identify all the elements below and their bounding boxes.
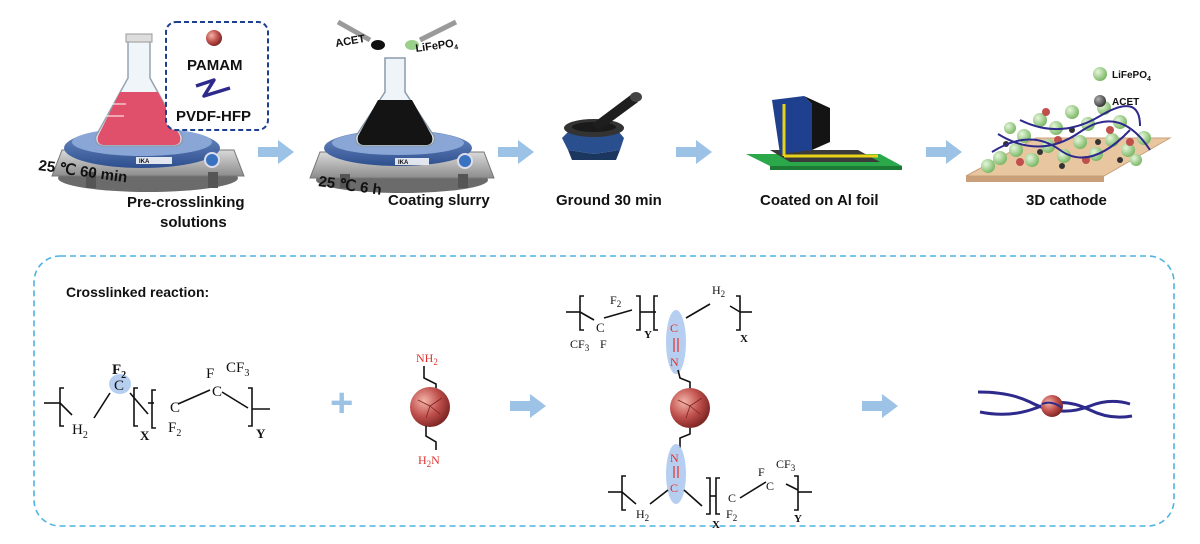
reaction-title: Crosslinked reaction: (66, 284, 209, 300)
product-bottom-h2: H2 (636, 507, 649, 523)
pamam-sphere-icon (670, 388, 710, 428)
product-bottom-n-imine: N (670, 451, 679, 465)
step2-pipettes: ACET LiFePO4 (334, 19, 459, 57)
process-arrow-1 (258, 140, 294, 164)
step2-caption: Coating slurry (388, 192, 490, 209)
step2-pipette-right-label: LiFePO4 (415, 37, 459, 57)
product-bottom-x: X (712, 519, 720, 531)
legend-pamam-label: PAMAM (187, 57, 243, 74)
process-arrow-4 (926, 140, 962, 164)
pvdf-hfp-structure: H2 C F2 X C F2 C F CF3 Y (44, 360, 270, 443)
step1-caption-line1: Pre-crosslinking (127, 194, 245, 211)
legend-pvdf-label: PVDF-HFP (176, 108, 251, 125)
product-top-c-mid: C (596, 320, 605, 335)
product-top-x: X (740, 333, 748, 345)
reaction-panel-frame (33, 255, 1175, 527)
process-arrow-2 (498, 140, 534, 164)
product-bottom-c-mid: C (728, 491, 736, 505)
step5-legend-acet: ACET (1112, 97, 1139, 108)
pvdf-y: Y (256, 426, 266, 441)
step1-stirrer-brand: IKA (139, 159, 150, 165)
product-top-cf3: CF3 (570, 337, 590, 353)
step3-mortar-pestle-icon (562, 92, 642, 160)
acet-legend-icon (1094, 95, 1106, 107)
step5-legend-lfp: LiFePO4 (1112, 70, 1151, 83)
crosslinked-network-icon (977, 390, 1133, 419)
process-arrow-3 (676, 140, 712, 164)
step3-caption: Ground 30 min (556, 192, 662, 209)
step2-flask (354, 57, 436, 147)
product-bottom-cf3: CF3 (776, 457, 796, 473)
pvdf-f: F (206, 366, 214, 382)
product-top-y: Y (644, 329, 652, 341)
stirrer-knob-icon (457, 153, 473, 169)
reaction-arrow-1 (510, 394, 546, 418)
pvdf-x: X (140, 428, 150, 443)
product-top-c-imine: C (670, 321, 678, 335)
reaction-arrow-2 (862, 394, 898, 418)
product-top-f: F (600, 337, 607, 351)
pvdf-c3: C (212, 384, 222, 400)
step5-caption: 3D cathode (1026, 192, 1107, 209)
product-bottom-c-imine: C (670, 481, 678, 495)
pvdf-chain-icon (195, 78, 231, 98)
product-bottom-y: Y (794, 513, 802, 525)
step5-cathode-icon (965, 101, 1172, 182)
step4-coater-icon (746, 96, 902, 170)
pvdf-c1: C (114, 378, 124, 394)
step1-legend-box: PAMAM PVDF-HFP (165, 21, 269, 131)
pamam-structure: NH2 H2N (410, 351, 450, 469)
pamam-nh2-top: NH2 (416, 351, 438, 367)
product-top-f2: F2 (610, 293, 621, 309)
product-top-n-imine: N (670, 355, 679, 369)
step5-legend: LiFePO4 ACET (1093, 67, 1151, 108)
product-bottom-f2: F2 (726, 507, 737, 523)
product-top-h2: H2 (712, 283, 725, 299)
product-bottom-c2: C (766, 479, 774, 493)
lfp-legend-icon (1093, 67, 1107, 81)
stirrer-knob-icon (204, 152, 220, 168)
pvdf-c2: C (170, 400, 180, 416)
step2-pipette-left-label: ACET (334, 33, 366, 50)
step1-flask (94, 33, 184, 147)
pamam-sphere-icon (206, 30, 222, 46)
crosslinked-product-structure: CF3 C F F2 Y H2 X C N N C H2 X (566, 283, 812, 531)
pvdf-f2: F2 (112, 362, 126, 381)
pamam-h2n-bottom: H2N (418, 453, 440, 469)
product-bottom-f: F (758, 465, 765, 479)
step4-caption: Coated on Al foil (760, 192, 879, 209)
pvdf-f2b: F2 (168, 420, 181, 439)
step2-stirrer-brand: IKA (398, 160, 409, 166)
step1-caption-line2: solutions (160, 214, 227, 231)
plus-sign: + (330, 381, 353, 425)
pvdf-h2: H2 (72, 422, 88, 441)
pvdf-cf3: CF3 (226, 360, 249, 379)
